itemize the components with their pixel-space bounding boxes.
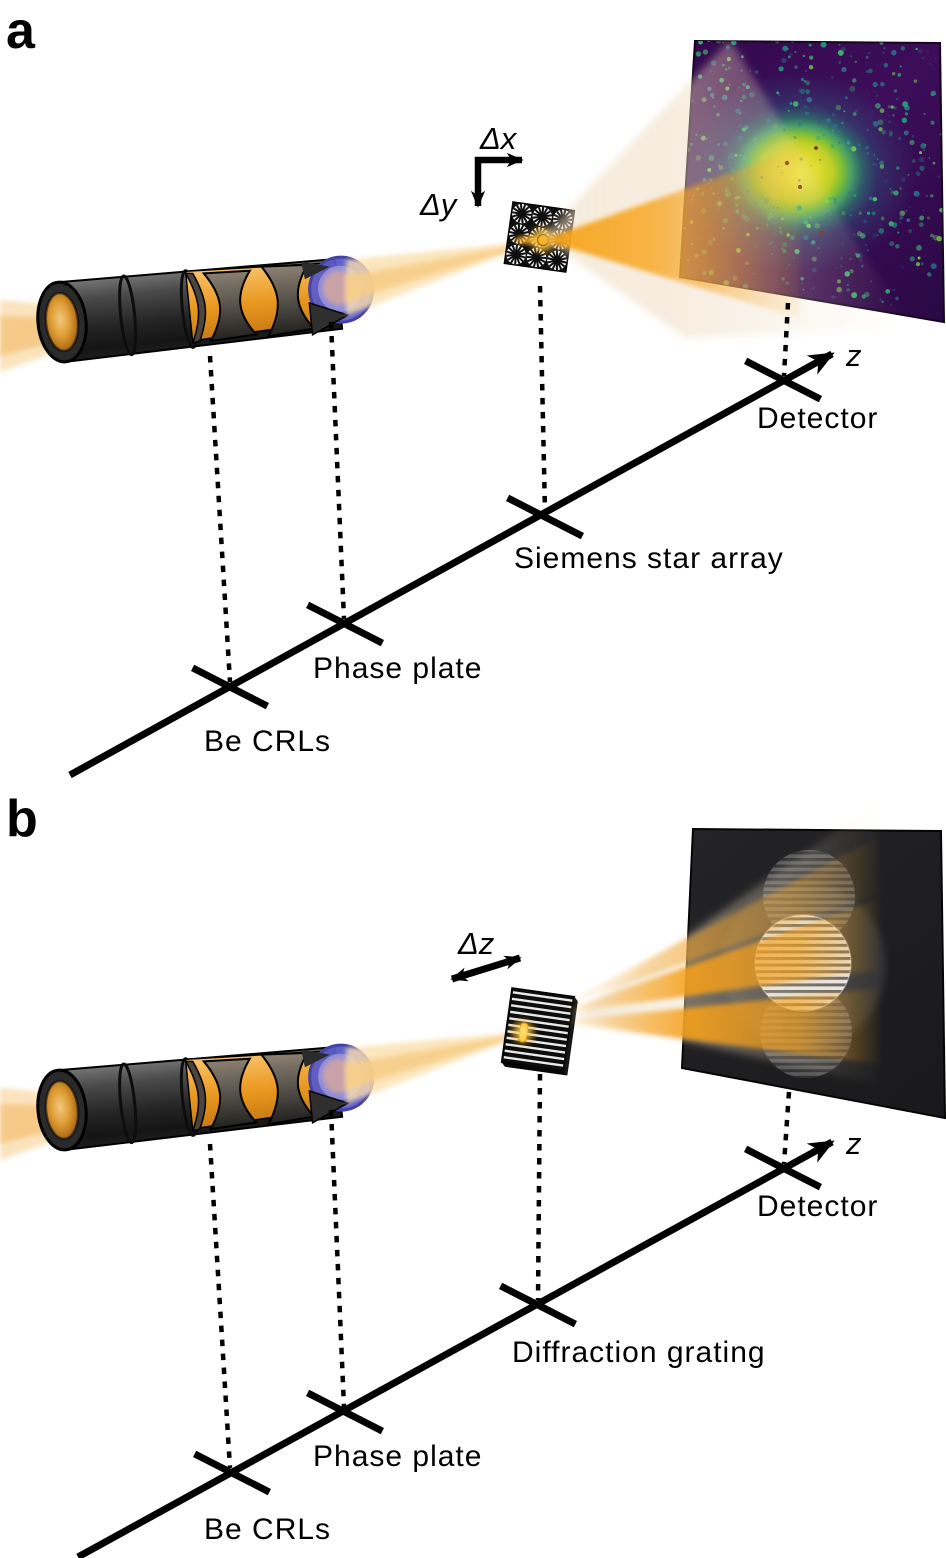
- focal-glow-b: [508, 1017, 538, 1047]
- phase-plate-label-a: Phase plate: [313, 652, 482, 685]
- sample-label-b: Diffraction grating: [512, 1336, 766, 1369]
- focus-beam-a: [346, 240, 542, 316]
- panel-b-letter: b: [6, 790, 38, 848]
- phase-plate-label-b: Phase plate: [313, 1440, 482, 1473]
- diverging-beam-a: [542, 40, 910, 338]
- focus-beam-b: [346, 1031, 533, 1104]
- panel-a-letter: a: [6, 2, 36, 60]
- delta-z-arrow-icon: [450, 954, 522, 983]
- diffraction-grating: [500, 987, 578, 1076]
- droplines-b: [207, 1073, 792, 1469]
- z-axis-ticks-b: [193, 1145, 822, 1496]
- sample-label-a: Siemens star array: [514, 542, 784, 575]
- detector-label-b: Detector: [757, 1190, 878, 1223]
- z-axis-ticks-a: [191, 357, 822, 710]
- z-axis-b: [76, 1138, 835, 1558]
- delta-x-label: Δx: [479, 121, 518, 156]
- panel-a: a Δx Δy z Detector Siemens star array Ph…: [0, 2, 946, 779]
- detector-label-a: Detector: [757, 402, 878, 435]
- crls-label-a: Be CRLs: [204, 725, 331, 758]
- panel-b: b Δz z Detector Diffraction grating Phas…: [0, 790, 946, 1558]
- crl-tube-a: [34, 251, 377, 365]
- delta-y-label: Δy: [419, 187, 459, 222]
- crls-label-b: Be CRLs: [204, 1513, 331, 1546]
- crl-tube-b: [34, 1039, 377, 1153]
- z-axis-label-a: z: [845, 338, 862, 373]
- diffracted-beams-b: [553, 800, 880, 1085]
- droplines-a: [207, 285, 791, 683]
- delta-xy-arrow-icon: [470, 152, 524, 208]
- delta-z-label: Δz: [457, 926, 495, 961]
- z-axis-a: [68, 350, 835, 779]
- z-axis-label-b: z: [845, 1126, 862, 1161]
